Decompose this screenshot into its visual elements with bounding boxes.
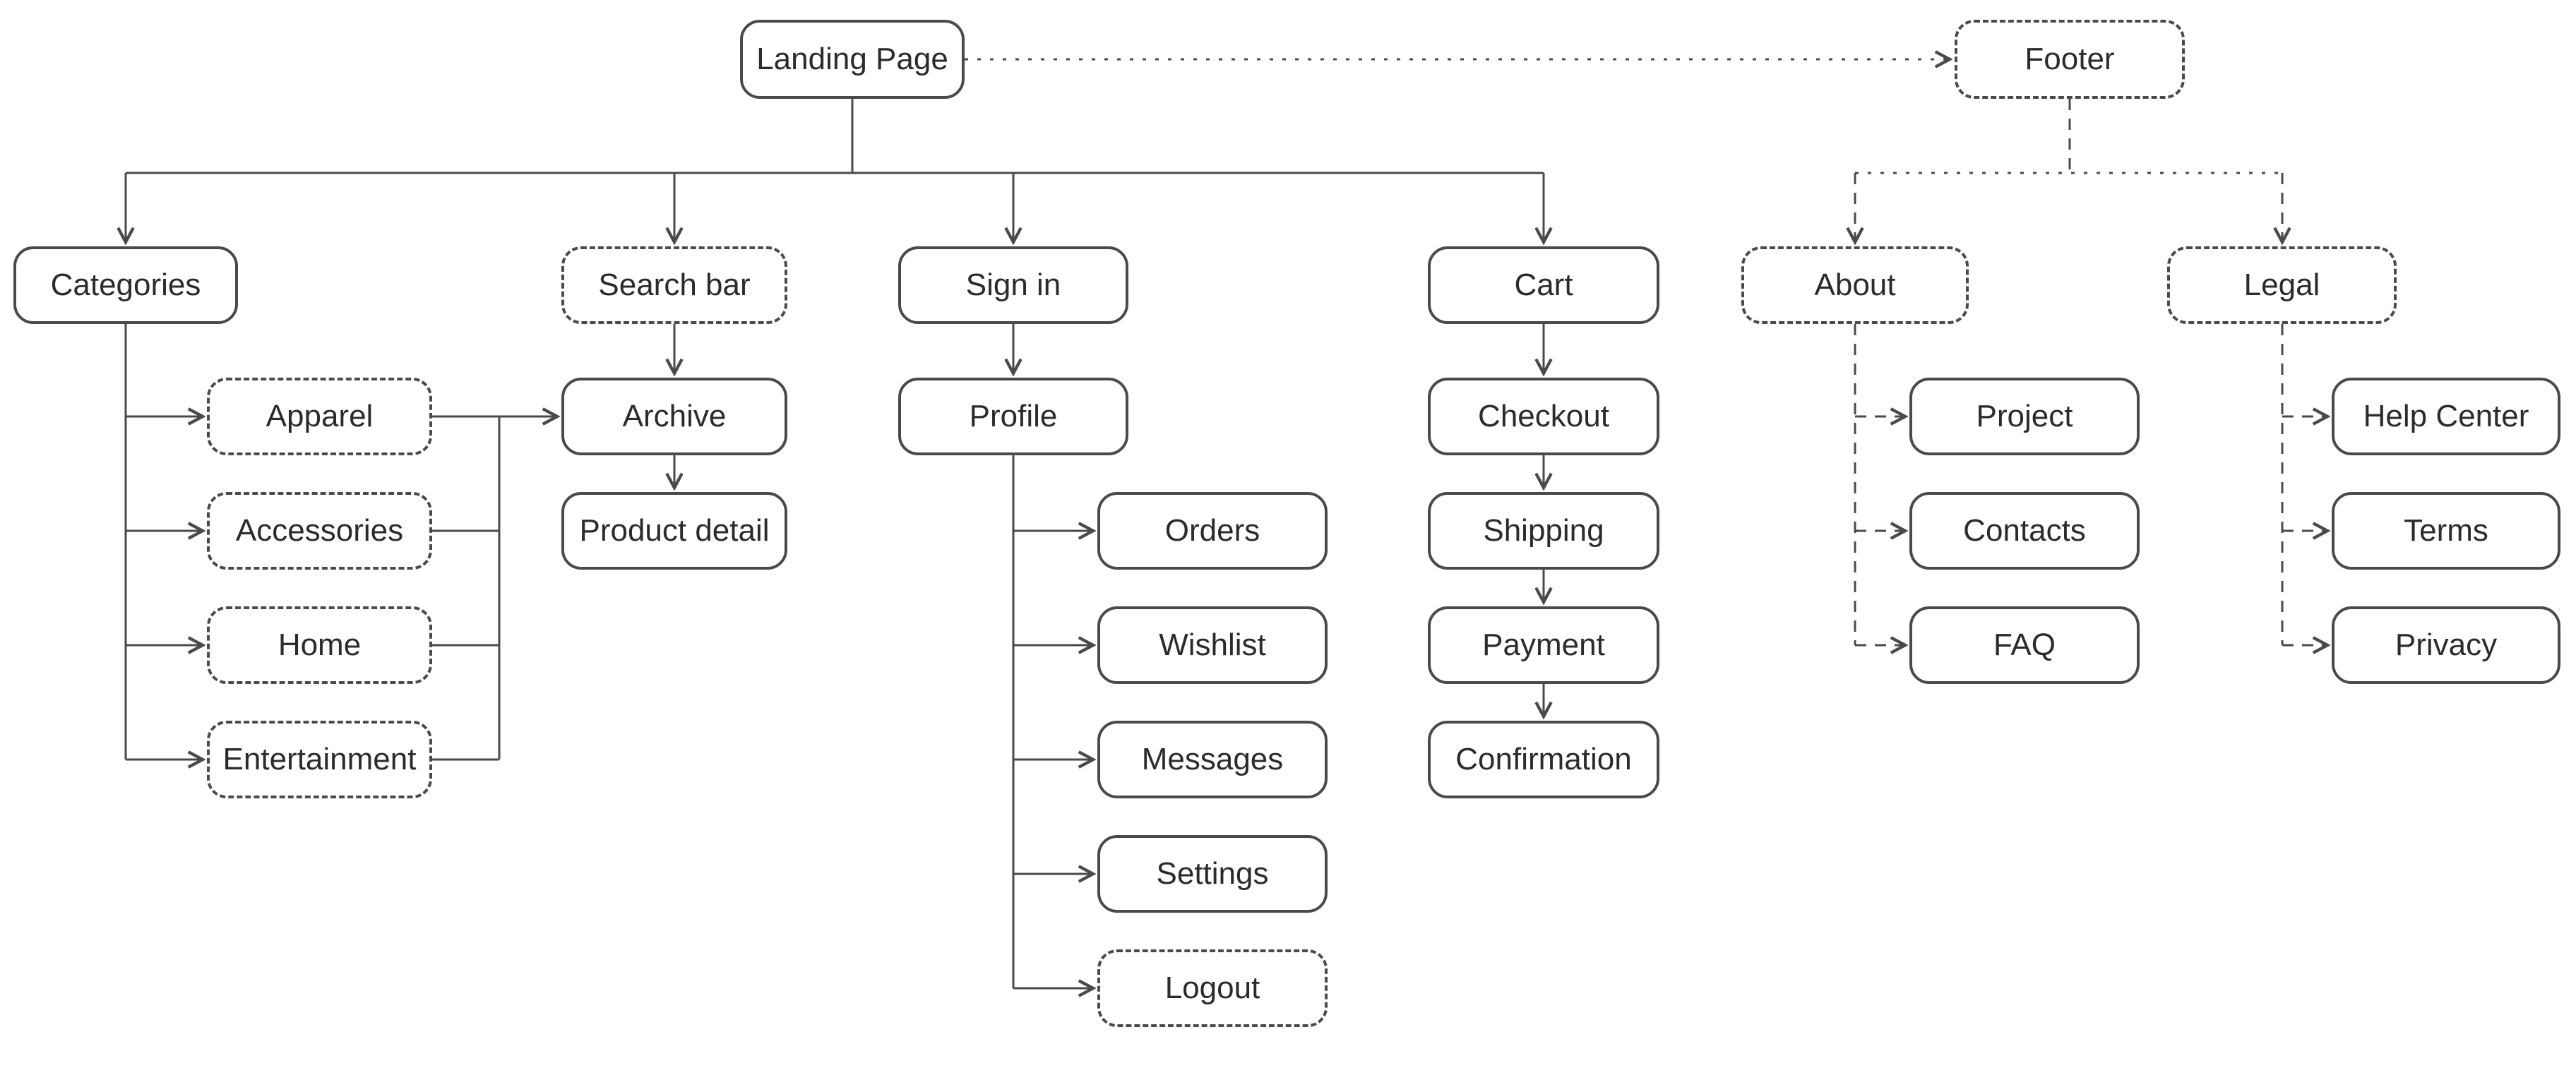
node-about: About (1741, 246, 1969, 324)
node-footer: Footer (1955, 20, 2185, 99)
node-product-detail: Product detail (561, 492, 787, 570)
node-contacts: Contacts (1909, 492, 2140, 570)
node-confirmation: Confirmation (1428, 721, 1659, 798)
node-archive: Archive (561, 378, 787, 455)
node-privacy: Privacy (2332, 606, 2560, 684)
node-legal: Legal (2167, 246, 2397, 324)
node-search-bar: Search bar (561, 246, 787, 324)
node-project: Project (1909, 378, 2140, 455)
node-profile: Profile (898, 378, 1128, 455)
node-payment: Payment (1428, 606, 1659, 684)
dotted-connectors (965, 59, 2282, 174)
node-categories: Categories (13, 246, 238, 324)
node-cart: Cart (1428, 246, 1659, 324)
node-faq: FAQ (1909, 606, 2140, 684)
node-entertainment: Entertainment (207, 721, 432, 798)
node-accessories: Accessories (207, 492, 432, 570)
dashed-connectors (1855, 99, 2327, 645)
node-settings: Settings (1097, 835, 1328, 913)
node-landing-page: Landing Page (740, 20, 965, 99)
node-logout: Logout (1097, 949, 1328, 1027)
solid-connectors (126, 99, 1544, 988)
node-checkout: Checkout (1428, 378, 1659, 455)
node-wishlist: Wishlist (1097, 606, 1328, 684)
node-home: Home (207, 606, 432, 684)
node-messages: Messages (1097, 721, 1328, 798)
node-help-center: Help Center (2332, 378, 2560, 455)
node-orders: Orders (1097, 492, 1328, 570)
node-sign-in: Sign in (898, 246, 1128, 324)
node-apparel: Apparel (207, 378, 432, 455)
node-shipping: Shipping (1428, 492, 1659, 570)
node-terms: Terms (2332, 492, 2560, 570)
